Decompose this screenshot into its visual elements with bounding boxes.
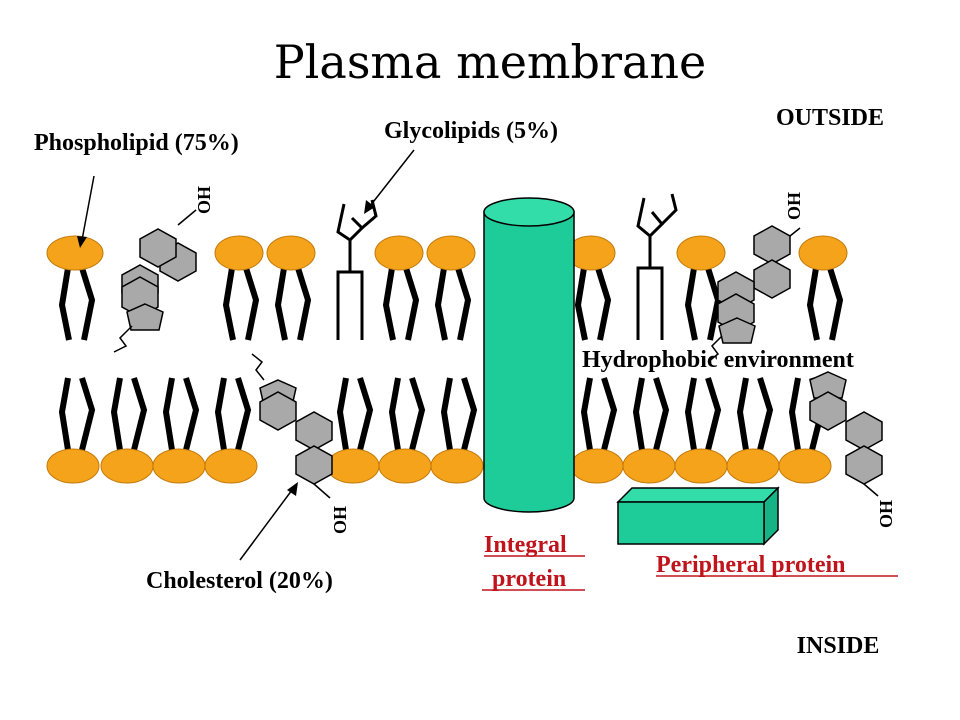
phospholipid-head (46, 448, 100, 484)
integral-protein (483, 197, 575, 513)
cholesterol-upper-left: OH (113, 186, 214, 353)
cholesterol-arrow (239, 482, 298, 561)
phospholipid-head (378, 448, 432, 484)
lower-leaflet-heads (46, 448, 832, 484)
lower-leaflet-tails (58, 377, 826, 451)
inside-label: INSIDE (797, 633, 880, 659)
phospholipid-head (152, 448, 206, 484)
cholesterol-lower-right: OH (809, 371, 896, 528)
phospholipid-head (214, 235, 264, 271)
phospholipid-head (46, 235, 104, 271)
phospholipid-head (326, 448, 380, 484)
upper-leaflet-heads (46, 235, 848, 271)
oh-label: OH (194, 186, 214, 214)
svg-text:Integral: Integral (484, 532, 567, 558)
oh-label: OH (330, 506, 350, 534)
phospholipid-head (676, 235, 726, 271)
phospholipid-head (100, 448, 154, 484)
phospholipid-head (570, 448, 624, 484)
diagram-title: Plasma membrane (274, 35, 707, 89)
oh-label: OH (784, 192, 804, 220)
phospholipid-arrow (77, 175, 95, 248)
integral-protein-label: Integral protein (482, 532, 585, 592)
phospholipid-head (778, 448, 832, 484)
phospholipid-head (726, 448, 780, 484)
oh-label: OH (876, 500, 896, 528)
glycolipid-right (636, 193, 678, 340)
phospholipid-head (430, 448, 484, 484)
phospholipid-head (374, 235, 424, 271)
outside-label: OUTSIDE (776, 105, 884, 131)
svg-text:protein: protein (492, 566, 566, 592)
phospholipid-head (266, 235, 316, 271)
cholesterol-label: Cholesterol (20%) (146, 568, 333, 594)
phospholipid-head (426, 235, 476, 271)
glycolipid-left (336, 199, 378, 340)
phospholipid-head (622, 448, 676, 484)
phospholipid-head (798, 235, 848, 271)
peripheral-protein-label: Peripheral protein (656, 552, 898, 578)
peripheral-protein (616, 486, 780, 546)
phospholipid-label: Phospholipid (75%) (34, 130, 239, 156)
cholesterol-upper-right: OH (707, 192, 804, 363)
svg-text:Peripheral protein: Peripheral protein (656, 552, 846, 578)
phospholipid-head (204, 448, 258, 484)
glycolipids-arrow (364, 149, 415, 214)
cholesterol-lower-left: OH (251, 353, 350, 534)
hydrophobic-label: Hydrophobic environment (582, 347, 854, 373)
phospholipid-head (674, 448, 728, 484)
glycolipids-label: Glycolipids (5%) (384, 118, 558, 144)
